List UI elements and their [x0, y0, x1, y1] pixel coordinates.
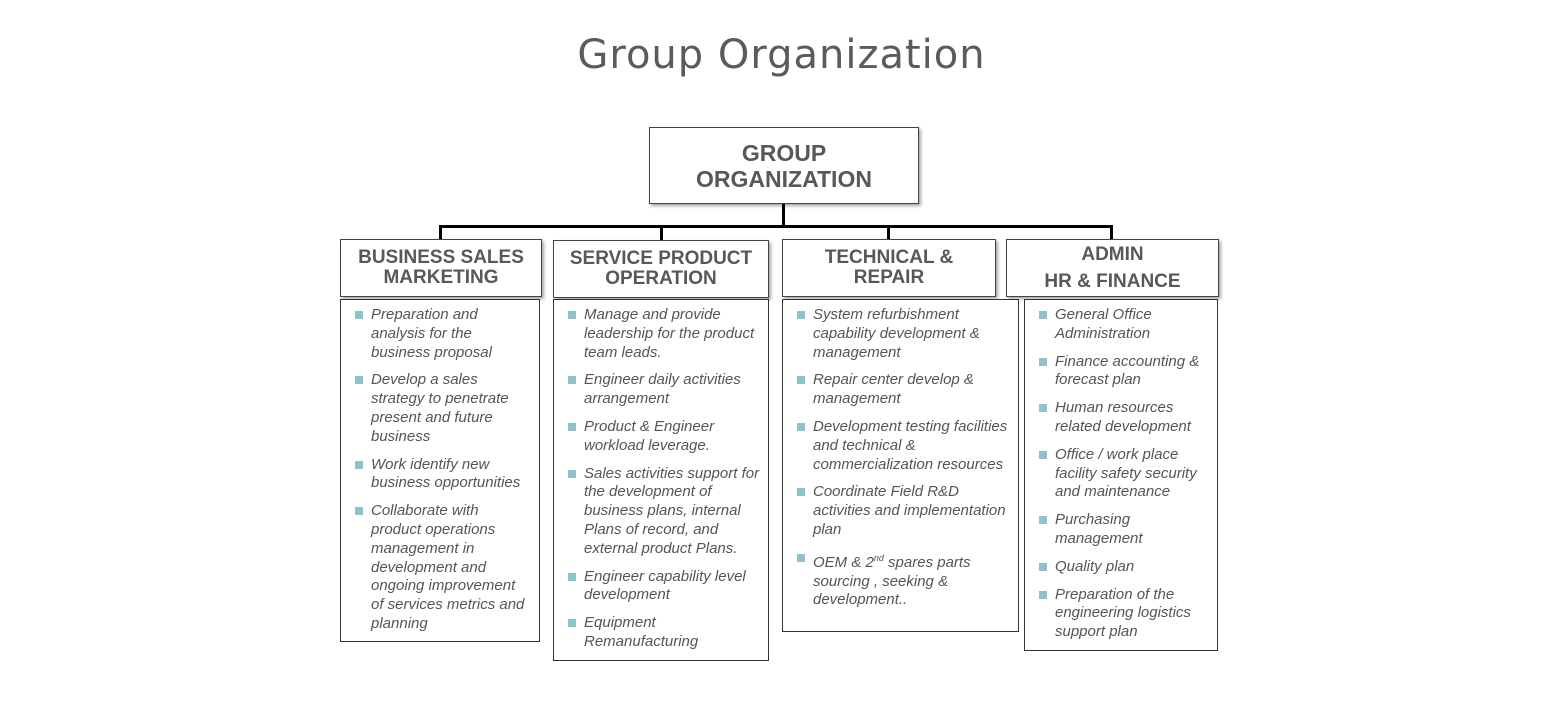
- list-item: Preparation of the engineering logistics…: [1039, 586, 1209, 642]
- list-item-text: Preparation of the engineering logistics…: [1055, 585, 1191, 641]
- list-item-text: General Office Administration: [1055, 306, 1152, 342]
- list-item: Develop a sales strategy to penetrate pr…: [355, 371, 531, 446]
- list-item: Preparation and analysis for the busines…: [355, 306, 531, 362]
- ordinal-suffix: nd: [873, 552, 884, 563]
- square-bullet-icon: [1039, 516, 1047, 525]
- list-item-text: Repair center develop & management: [813, 371, 974, 408]
- list-item-text: Finance accounting & forecast plan: [1055, 352, 1200, 389]
- list-item-text: Office / work place facility safety secu…: [1055, 445, 1197, 501]
- square-bullet-icon: [568, 572, 576, 581]
- root-node-line2: ORGANIZATION: [696, 165, 872, 192]
- square-bullet-icon: [1039, 590, 1047, 599]
- dept-head-technical-repair: TECHNICAL & REPAIR: [782, 239, 996, 297]
- square-bullet-icon: [1039, 562, 1047, 571]
- list-item: Engineer daily activities arrangement: [568, 371, 760, 409]
- dept-head-business-sales: BUSINESS SALES MARKETING: [340, 239, 542, 297]
- square-bullet-icon: [355, 460, 363, 469]
- dept-head-line2: HR & FINANCE: [1044, 271, 1181, 292]
- list-item: Finance accounting & forecast plan: [1039, 353, 1209, 391]
- list-item-text-pre: OEM & 2: [813, 553, 874, 571]
- dept-head-line1: ADMIN: [1081, 244, 1144, 265]
- list-item-text: Engineer capability level development: [584, 567, 746, 604]
- list-item: Repair center develop & management: [797, 371, 1010, 409]
- connector-drop-2: [660, 225, 663, 240]
- connector-drop-1: [439, 225, 442, 239]
- list-item-text: Quality plan: [1055, 557, 1135, 575]
- square-bullet-icon: [355, 507, 363, 516]
- list-item-text: Preparation and analysis for the busines…: [371, 306, 492, 361]
- list-item: Purchasing management: [1039, 511, 1209, 549]
- list-item-text: Develop a sales strategy to penetrate pr…: [371, 371, 509, 445]
- list-item: System refurbishment capability developm…: [797, 306, 1010, 362]
- list-item-text: Manage and provide leadership for the pr…: [584, 306, 755, 361]
- connector-drop-4: [1110, 225, 1113, 239]
- list-item: General Office Administration: [1039, 306, 1209, 344]
- list-item-text: OEM & 2nd spares parts sourcing , seekin…: [813, 552, 971, 609]
- square-bullet-icon: [568, 422, 576, 431]
- square-bullet-icon: [797, 376, 805, 385]
- square-bullet-icon: [1039, 450, 1047, 459]
- root-node-group-organization: GROUP ORGANIZATION: [649, 127, 919, 204]
- connector-root-stem: [782, 204, 785, 226]
- list-item: Equipment Remanufacturing: [568, 614, 760, 652]
- dept-head-line1: TECHNICAL &: [824, 247, 954, 268]
- dept-list-admin-hr-finance: General Office Administration Finance ac…: [1024, 299, 1218, 651]
- dept-head-line1: BUSINESS SALES: [358, 247, 524, 268]
- list-item: Sales activities support for the develop…: [568, 465, 760, 559]
- list-item-text: Purchasing management: [1055, 511, 1143, 547]
- list-item-text: Collaborate with product operations mana…: [371, 502, 525, 632]
- square-bullet-icon: [797, 422, 805, 431]
- dept-list-technical-repair: System refurbishment capability developm…: [782, 299, 1019, 632]
- list-item-text: Product & Engineer workload leverage.: [584, 417, 715, 454]
- square-bullet-icon: [1039, 404, 1047, 413]
- dept-head-service-product: SERVICE PRODUCT OPERATION: [553, 240, 769, 298]
- list-item: Coordinate Field R&D activities and impl…: [797, 483, 1010, 539]
- root-node-line1: GROUP: [741, 139, 827, 166]
- square-bullet-icon: [797, 553, 805, 562]
- list-item: Collaborate with product operations mana…: [355, 502, 531, 634]
- list-item: Product & Engineer workload leverage.: [568, 418, 760, 456]
- square-bullet-icon: [355, 376, 363, 385]
- list-item-text: System refurbishment capability developm…: [813, 306, 980, 361]
- square-bullet-icon: [1039, 311, 1047, 319]
- list-item-text: Development testing facilities and techn…: [813, 417, 1008, 473]
- connector-drop-3: [887, 225, 890, 239]
- list-item-text: Sales activities support for the develop…: [584, 464, 760, 557]
- list-item: Engineer capability level development: [568, 568, 760, 606]
- dept-head-admin-hr-finance: ADMIN HR & FINANCE: [1006, 239, 1219, 297]
- dept-head-line2: REPAIR: [853, 267, 925, 288]
- list-item-text: Coordinate Field R&D activities and impl…: [813, 483, 1006, 538]
- list-item-text: Equipment Remanufacturing: [584, 614, 699, 650]
- list-item: Office / work place facility safety secu…: [1039, 446, 1209, 502]
- dept-head-line1: SERVICE PRODUCT: [569, 248, 753, 269]
- list-item-text: Human resources related development: [1055, 399, 1191, 435]
- list-item-text-post: spares parts sourcing , seeking & develo…: [813, 553, 971, 609]
- square-bullet-icon: [797, 488, 805, 497]
- square-bullet-icon: [797, 311, 805, 319]
- list-item: Quality plan: [1039, 558, 1209, 577]
- list-item-text: Work identify new business opportunities: [371, 455, 521, 492]
- dept-list-service-product: Manage and provide leadership for the pr…: [553, 299, 769, 661]
- connector-horizontal-bar: [439, 225, 1113, 228]
- list-item: Human resources related development: [1039, 399, 1209, 437]
- list-item: OEM & 2nd spares parts sourcing , seekin…: [797, 549, 1010, 610]
- list-item: Development testing facilities and techn…: [797, 418, 1010, 474]
- square-bullet-icon: [568, 469, 576, 478]
- square-bullet-icon: [568, 619, 576, 628]
- square-bullet-icon: [568, 376, 576, 385]
- list-item: Manage and provide leadership for the pr…: [568, 306, 760, 362]
- dept-list-business-sales: Preparation and analysis for the busines…: [340, 299, 540, 642]
- list-item: Work identify new business opportunities: [355, 456, 531, 494]
- square-bullet-icon: [355, 311, 363, 319]
- page-title: Group Organization: [577, 32, 986, 78]
- dept-head-line2: OPERATION: [605, 268, 717, 289]
- square-bullet-icon: [1039, 357, 1047, 366]
- square-bullet-icon: [568, 311, 576, 319]
- list-item-text: Engineer daily activities arrangement: [584, 371, 741, 408]
- dept-head-line2: MARKETING: [383, 267, 499, 288]
